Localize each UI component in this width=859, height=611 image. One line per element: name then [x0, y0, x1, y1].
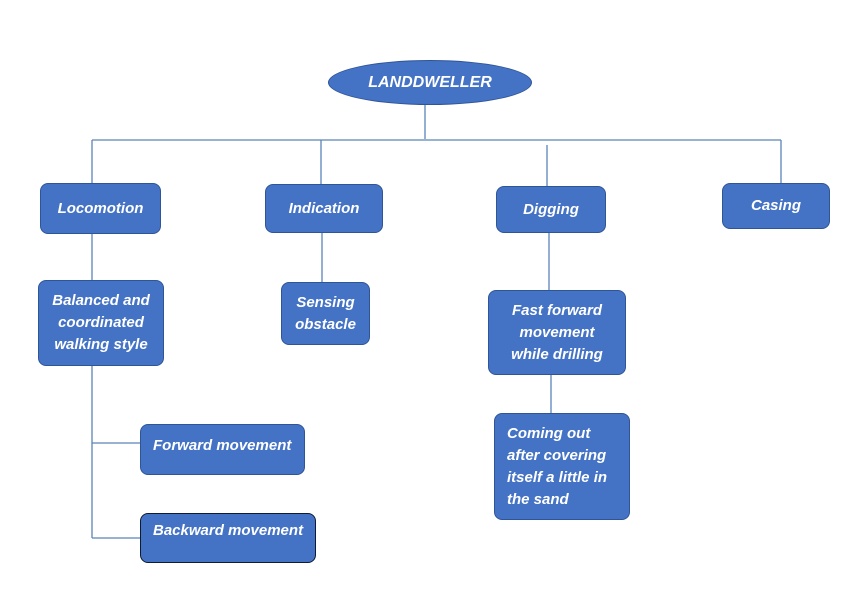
node-label: Forward movement [153, 437, 292, 454]
node-coming-out: Coming out after covering itself a littl… [494, 413, 630, 520]
branch-locomotion: Locomotion [40, 183, 161, 234]
branch-indication: Indication [265, 184, 383, 233]
branch-label: Casing [750, 197, 801, 214]
root-label: LANDDWELLER [368, 73, 492, 91]
node-label: Fast forward movement while drilling [511, 301, 603, 363]
node-label: Balanced and coordinated walking style [52, 292, 150, 353]
node-forward-movement: Forward movement [140, 424, 305, 475]
branch-label: Indication [288, 199, 360, 217]
branch-label: Digging [523, 200, 579, 218]
branch-casing: Casing [722, 183, 830, 229]
node-label: Sensing obstacle [295, 293, 356, 333]
node-label: Coming out after covering itself a littl… [507, 424, 608, 508]
node-label: Backward movement [153, 522, 304, 539]
node-sensing-obstacle: Sensing obstacle [281, 282, 370, 345]
branch-digging: Digging [496, 186, 606, 233]
node-fast-forward: Fast forward movement while drilling [488, 290, 626, 375]
node-balanced-walking: Balanced and coordinated walking style [38, 280, 164, 366]
node-backward-movement: Backward movement [140, 513, 316, 563]
branch-label: Locomotion [57, 199, 144, 217]
root-node: LANDDWELLER [328, 60, 532, 105]
